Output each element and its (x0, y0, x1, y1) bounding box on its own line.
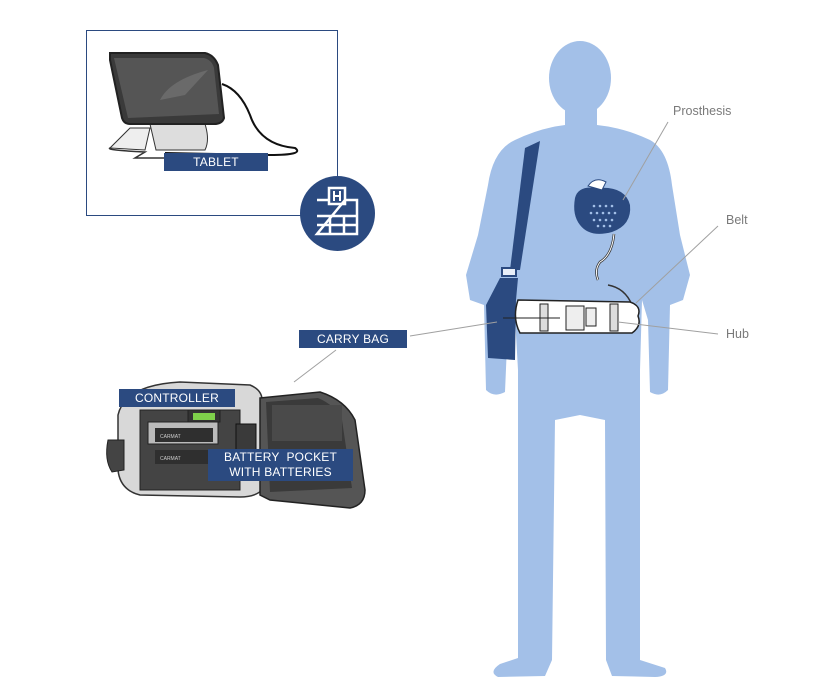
prosthesis-heart (574, 179, 633, 306)
tablet-frame (86, 30, 338, 216)
human-silhouette (466, 41, 690, 677)
carry-bag-label: CARRY BAG (299, 330, 407, 348)
battery-pocket-label: BATTERY POCKET WITH BATTERIES (208, 449, 353, 481)
battery-brand-2: CARMAT (160, 456, 181, 462)
hospital-icon (300, 176, 375, 251)
battery-pocket-line2: WITH BATTERIES (229, 465, 332, 479)
tablet-illustration (108, 52, 299, 159)
belt-callout: Belt (726, 213, 748, 227)
tablet-label: TABLET (164, 153, 268, 171)
prosthesis-callout: Prosthesis (673, 104, 732, 118)
callout-lines (293, 121, 719, 383)
carry-bag-on-body (486, 141, 540, 360)
controller-label: CONTROLLER (119, 389, 235, 407)
hub-callout: Hub (726, 327, 749, 341)
battery-brand-1: CARMAT (160, 434, 181, 440)
battery-pocket-line1: BATTERY POCKET (223, 450, 338, 464)
belt-with-hub (503, 299, 640, 334)
